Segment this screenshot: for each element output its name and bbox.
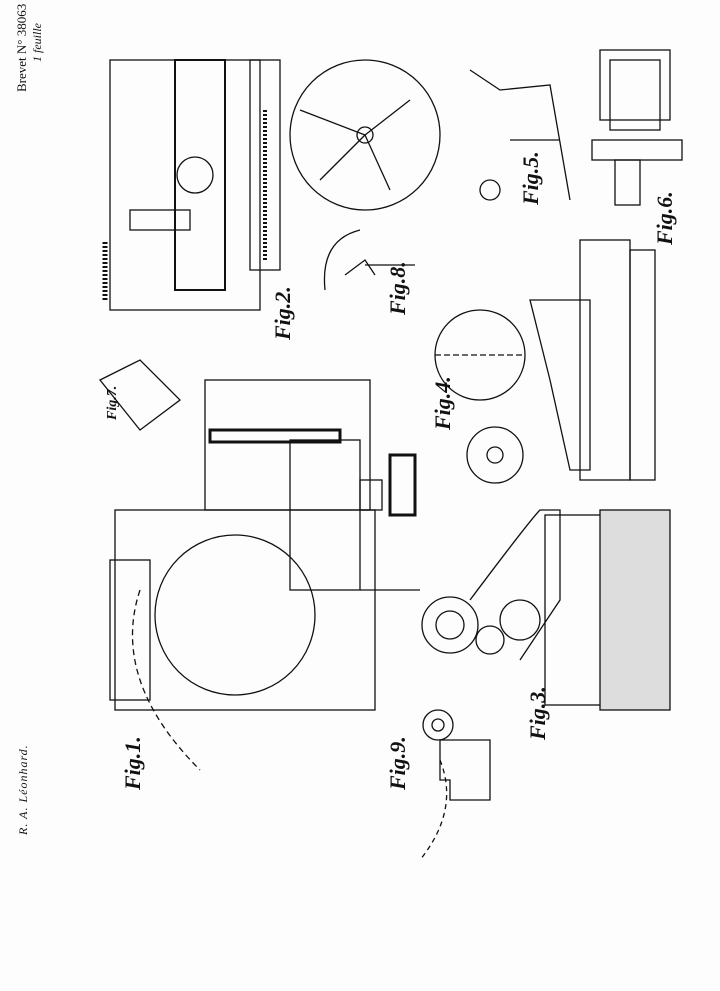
fig-9-label: Fig.9. <box>385 736 410 790</box>
fig9-drawing <box>419 709 491 861</box>
fig-1-label: Fig.1. <box>120 736 145 790</box>
fig-7-label: Fig.7. <box>105 385 120 420</box>
fig-4-label: Fig.4. <box>430 376 455 430</box>
fig2-drawing <box>102 59 441 311</box>
fig6-drawing <box>591 49 683 206</box>
fig-5-label: Fig.5. <box>518 151 543 205</box>
fig1-drawing <box>98 359 420 771</box>
fig8-drawing <box>323 229 415 291</box>
fig-8-label: Fig.8. <box>385 261 410 315</box>
fig5-drawing <box>469 69 571 201</box>
fig3-drawing <box>421 509 671 711</box>
fig-6-label: Fig.6. <box>652 191 677 245</box>
fig-2-label: Fig.2. <box>270 286 295 340</box>
fig4-drawing <box>434 239 656 484</box>
fig-3-label: Fig.3. <box>525 686 550 740</box>
